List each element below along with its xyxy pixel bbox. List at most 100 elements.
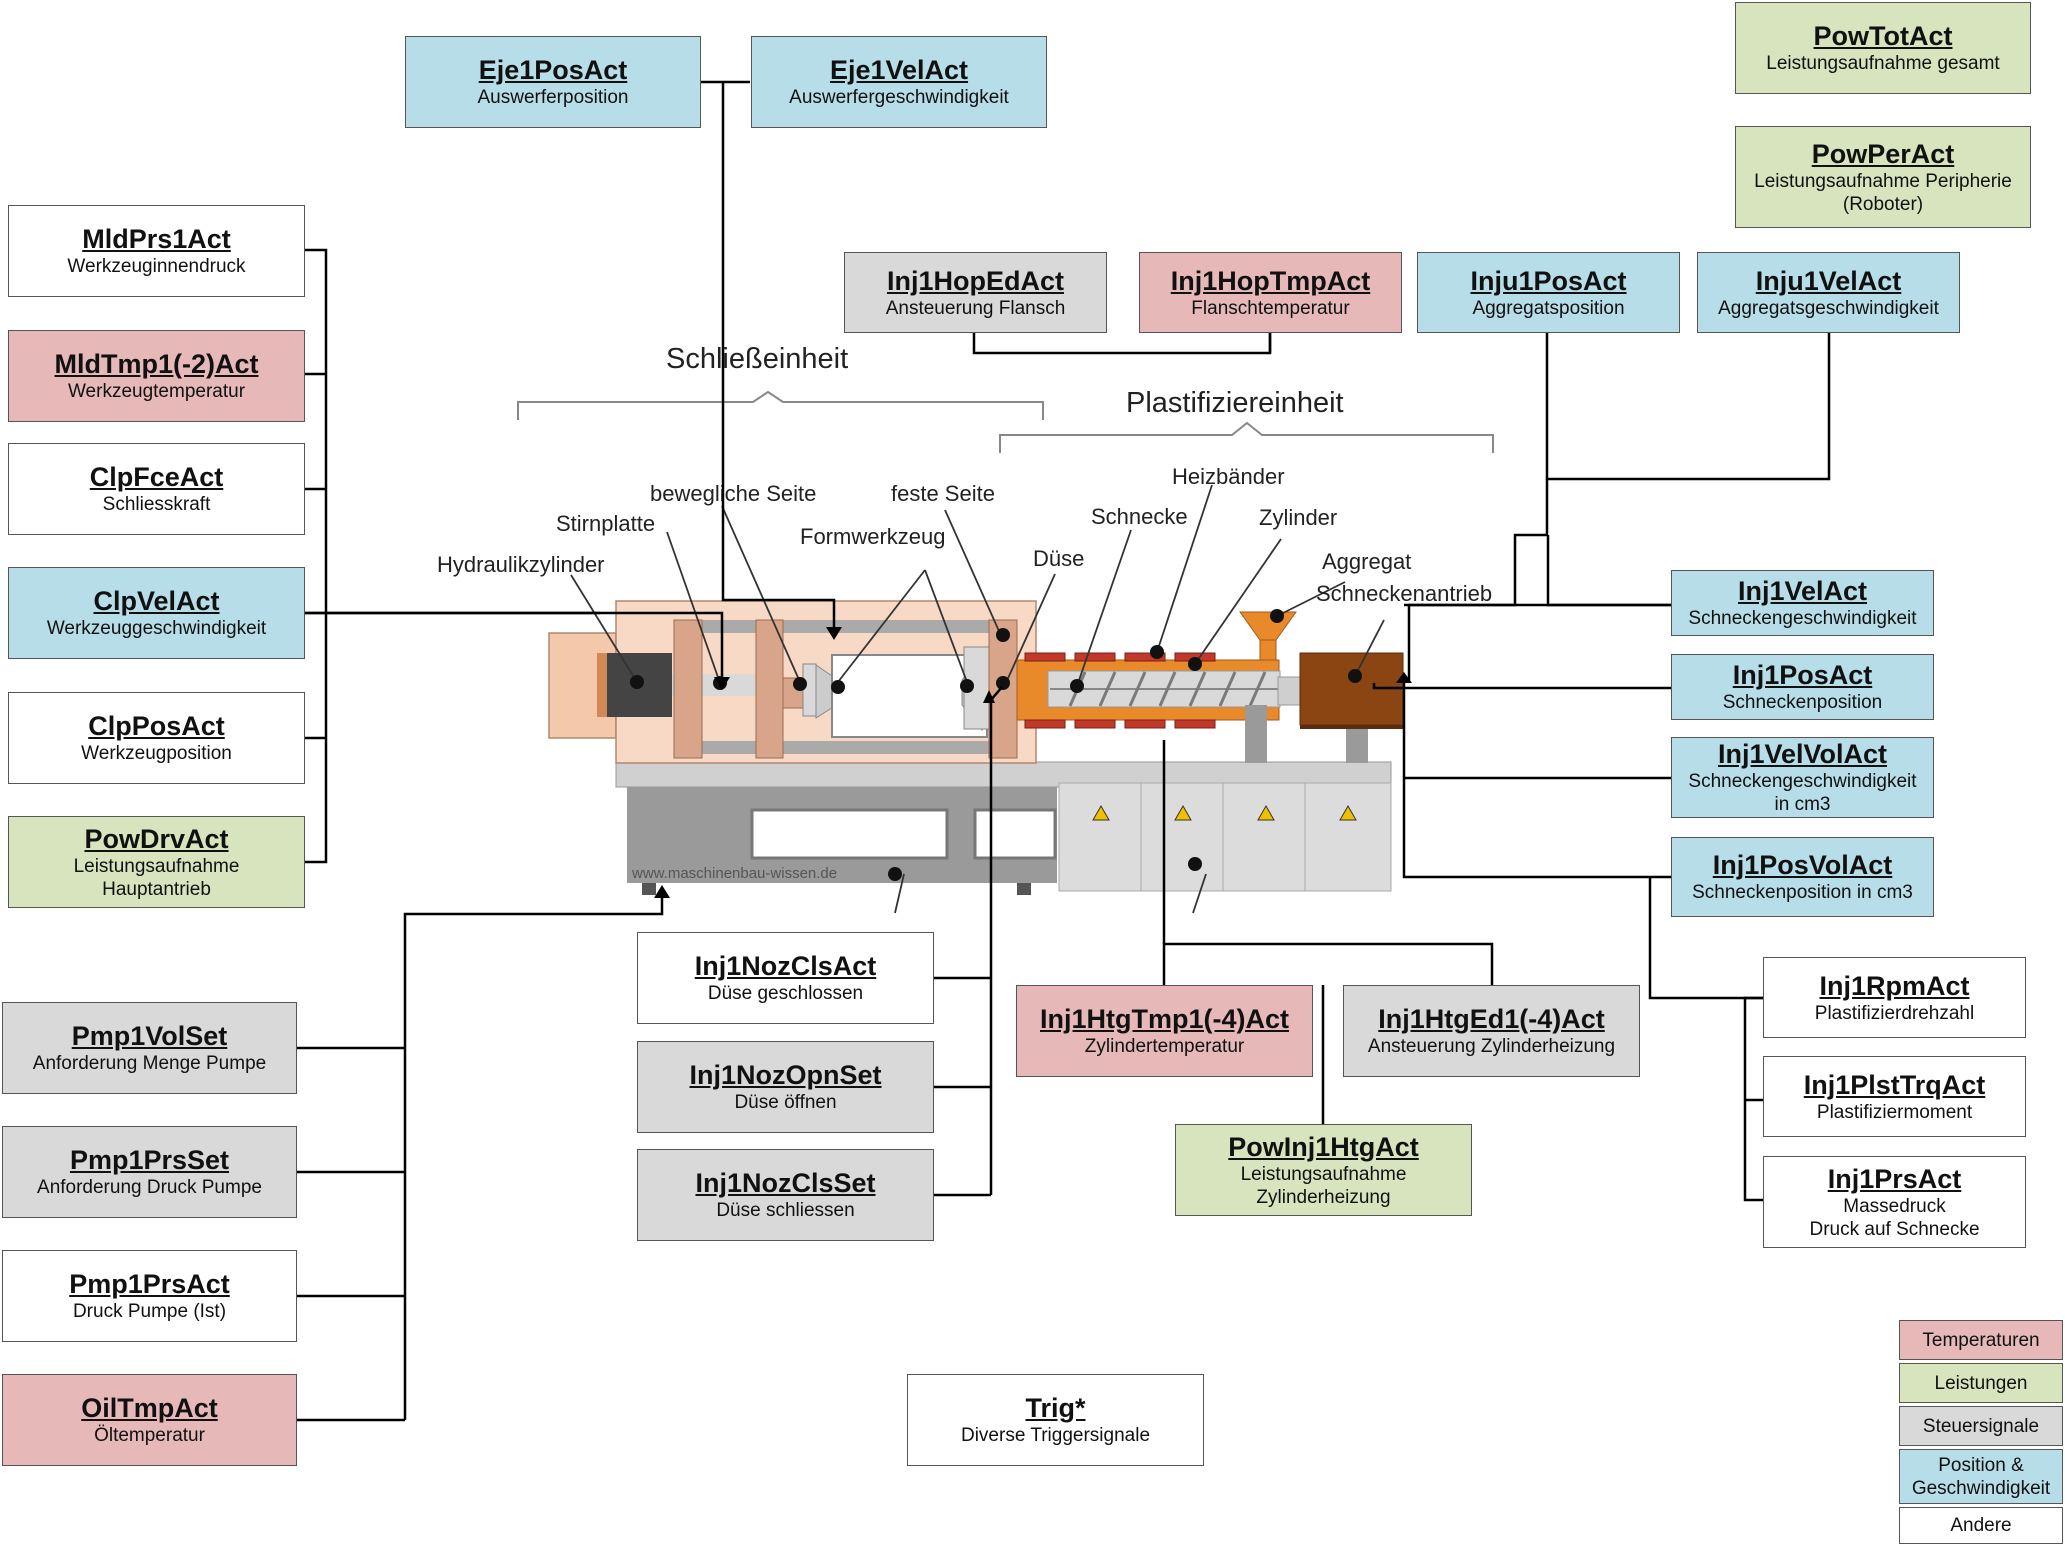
label-stirnplatte: Stirnplatte	[556, 511, 655, 536]
box-powdrvact: PowDrvAct Leistungsaufnahme Hauptantrieb	[8, 816, 305, 908]
signal-desc: Anforderung Druck Pumpe	[37, 1177, 262, 1198]
label-bewegliche-seite: bewegliche Seite	[650, 481, 816, 506]
box-eje1posact: Eje1PosAct Auswerferposition	[405, 36, 701, 128]
legend-position-line1: Position &	[1938, 1454, 2024, 1476]
label-hydraulikzylinder: Hydraulikzylinder	[437, 552, 605, 577]
signal-title: MldTmp1(-2)Act	[54, 349, 259, 379]
label-schliesseinheit: Schließeinheit	[666, 343, 848, 375]
signal-desc: Leistungsaufnahme	[1240, 1163, 1407, 1185]
legend-steuersignale: Steuersignale	[1899, 1406, 2063, 1446]
label-aggregat: Aggregat	[1322, 549, 1411, 574]
box-powinj1htgact: PowInj1HtgAct Leistungsaufnahme Zylinder…	[1175, 1124, 1472, 1216]
signal-desc: Druck auf Schnecke	[1809, 1218, 1980, 1240]
box-inj1velact: Inj1VelAct Schneckengeschwindigkeit	[1671, 570, 1934, 636]
warning-icon	[1092, 804, 1110, 821]
signal-title: Pmp1VolSet	[71, 1021, 228, 1051]
signal-title: ClpPosAct	[88, 711, 225, 741]
signal-title: Inju1VelAct	[1755, 265, 1902, 296]
signal-desc: Anforderung Menge Pumpe	[32, 1053, 267, 1074]
signal-desc: Schneckengeschwindigkeit	[1688, 608, 1917, 629]
signal-title: Inj1PosAct	[1732, 660, 1873, 690]
signal-desc: Ansteuerung Flansch	[885, 297, 1066, 319]
signal-title: Inj1HtgEd1(-4)Act	[1378, 1004, 1605, 1034]
signal-desc: Werkzeuggeschwindigkeit	[46, 618, 267, 639]
legend-position-line2: Geschwindigkeit	[1911, 1477, 2051, 1499]
signal-title: Pmp1PrsAct	[69, 1269, 230, 1299]
signal-desc: (Roboter)	[1842, 193, 1924, 215]
signal-desc: Düse öffnen	[734, 1092, 837, 1113]
signal-desc: Leistungsaufnahme Peripherie	[1754, 170, 2012, 192]
signal-title: Inj1NozClsAct	[694, 951, 877, 981]
signal-desc: Druck Pumpe (Ist)	[72, 1301, 227, 1322]
watermark-label: www.maschinenbau-wissen.de	[631, 865, 837, 882]
box-inj1hoptmpact: Inj1HopTmpAct Flanschtemperatur	[1139, 252, 1402, 333]
label-duese: Düse	[1033, 546, 1084, 571]
box-inj1nozclsset: Inj1NozClsSet Düse schliessen	[637, 1149, 934, 1241]
box-eje1velact: Eje1VelAct Auswerfergeschwindigkeit	[751, 36, 1047, 128]
signal-desc: Öltemperatur	[94, 1425, 205, 1446]
signal-desc: Düse geschlossen	[707, 983, 864, 1004]
box-pmp1volset: Pmp1VolSet Anforderung Menge Pumpe	[2, 1002, 297, 1094]
signal-title: Inju1PosAct	[1470, 265, 1627, 296]
box-inju1velact: Inju1VelAct Aggregatsgeschwindigkeit	[1697, 252, 1960, 333]
legend-position-geschwindigkeit: Position & Geschwindigkeit	[1899, 1449, 2063, 1504]
legend-leistungen: Leistungen	[1899, 1363, 2063, 1403]
signal-title: PowTotAct	[1813, 21, 1953, 51]
box-inj1nozopnset: Inj1NozOpnSet Düse öffnen	[637, 1041, 934, 1133]
signal-desc: Auswerfergeschwindigkeit	[789, 87, 1009, 108]
warning-icon	[1257, 804, 1275, 821]
signal-title: PowInj1HtgAct	[1228, 1131, 1419, 1162]
label-schnecke: Schnecke	[1091, 504, 1188, 529]
box-powperact: PowPerAct Leistungsaufnahme Peripherie (…	[1735, 126, 2031, 228]
signal-title: Inj1HopEdAct	[886, 265, 1064, 296]
signal-desc: Auswerferposition	[477, 87, 629, 108]
legend-andere: Andere	[1899, 1507, 2063, 1544]
signal-desc: Schneckenposition	[1722, 692, 1883, 713]
signal-desc: Aggregatsposition	[1472, 297, 1625, 319]
signal-title: Inj1HopTmpAct	[1170, 265, 1371, 296]
signal-title: Inj1NozOpnSet	[689, 1060, 882, 1090]
box-inju1posact: Inju1PosAct Aggregatsposition	[1417, 252, 1680, 333]
signal-desc: Werkzeugposition	[81, 743, 232, 764]
signal-desc: Ansteuerung Zylinderheizung	[1367, 1036, 1616, 1057]
signal-title: Trig*	[1025, 1393, 1086, 1423]
box-clpposact: ClpPosAct Werkzeugposition	[8, 692, 305, 784]
label-plastifiziereinheit: Plastifiziereinheit	[1126, 387, 1344, 419]
signal-desc: Schneckenposition in cm3	[1692, 882, 1913, 903]
label-zylinder: Zylinder	[1259, 505, 1337, 530]
signal-desc: Plastifizierdrehzahl	[1814, 1002, 1975, 1024]
box-inj1posact: Inj1PosAct Schneckenposition	[1671, 654, 1934, 720]
signal-desc: Aggregatsgeschwindigkeit	[1718, 297, 1939, 319]
signal-desc: Leistungsaufnahme	[73, 855, 240, 877]
box-clpvelact: ClpVelAct Werkzeuggeschwindigkeit	[8, 567, 305, 659]
box-clpfceact: ClpFceAct Schliesskraft	[8, 443, 305, 535]
signal-title: Eje1PosAct	[478, 55, 628, 85]
signal-title: Inj1PlstTrqAct	[1803, 1069, 1986, 1100]
signal-title: Inj1NozClsSet	[695, 1168, 876, 1198]
signal-desc: Düse schliessen	[716, 1200, 855, 1221]
clamping-unit	[548, 600, 1037, 764]
box-inj1velvolact: Inj1VelVolAct Schneckengeschwindigkeit i…	[1671, 737, 1934, 818]
box-pmp1prsset: Pmp1PrsSet Anforderung Druck Pumpe	[2, 1126, 297, 1218]
box-mldtmp1act: MldTmp1(-2)Act Werkzeugtemperatur	[8, 330, 305, 422]
label-heizbaender: Heizbänder	[1172, 464, 1285, 489]
box-pmp1prsact: Pmp1PrsAct Druck Pumpe (Ist)	[2, 1250, 297, 1342]
signal-desc: Leistungsaufnahme gesamt	[1766, 53, 2000, 74]
signal-desc: Flanschtemperatur	[1191, 297, 1350, 319]
signal-title: ClpFceAct	[89, 462, 224, 492]
warning-icon	[1339, 804, 1357, 821]
box-inj1htged: Inj1HtgEd1(-4)Act Ansteuerung Zylinderhe…	[1343, 985, 1640, 1077]
warning-icon	[1174, 804, 1192, 821]
box-oiltmpact: OilTmpAct Öltemperatur	[2, 1374, 297, 1466]
signal-title: PowDrvAct	[84, 823, 229, 854]
signal-title: Inj1PosVolAct	[1712, 850, 1893, 880]
signal-desc: Werkzeuginnendruck	[67, 256, 246, 277]
signal-title: Inj1HtgTmp1(-4)Act	[1040, 1004, 1289, 1034]
signal-title: Inj1PrsAct	[1827, 1163, 1962, 1194]
signal-title: Inj1VelAct	[1737, 576, 1868, 606]
signal-desc: Diverse Triggersignale	[960, 1425, 1151, 1446]
signal-desc: Zylindertemperatur	[1084, 1036, 1245, 1057]
signal-desc: Schneckengeschwindigkeit	[1688, 771, 1917, 792]
label-formwerkzeug: Formwerkzeug	[800, 524, 945, 549]
